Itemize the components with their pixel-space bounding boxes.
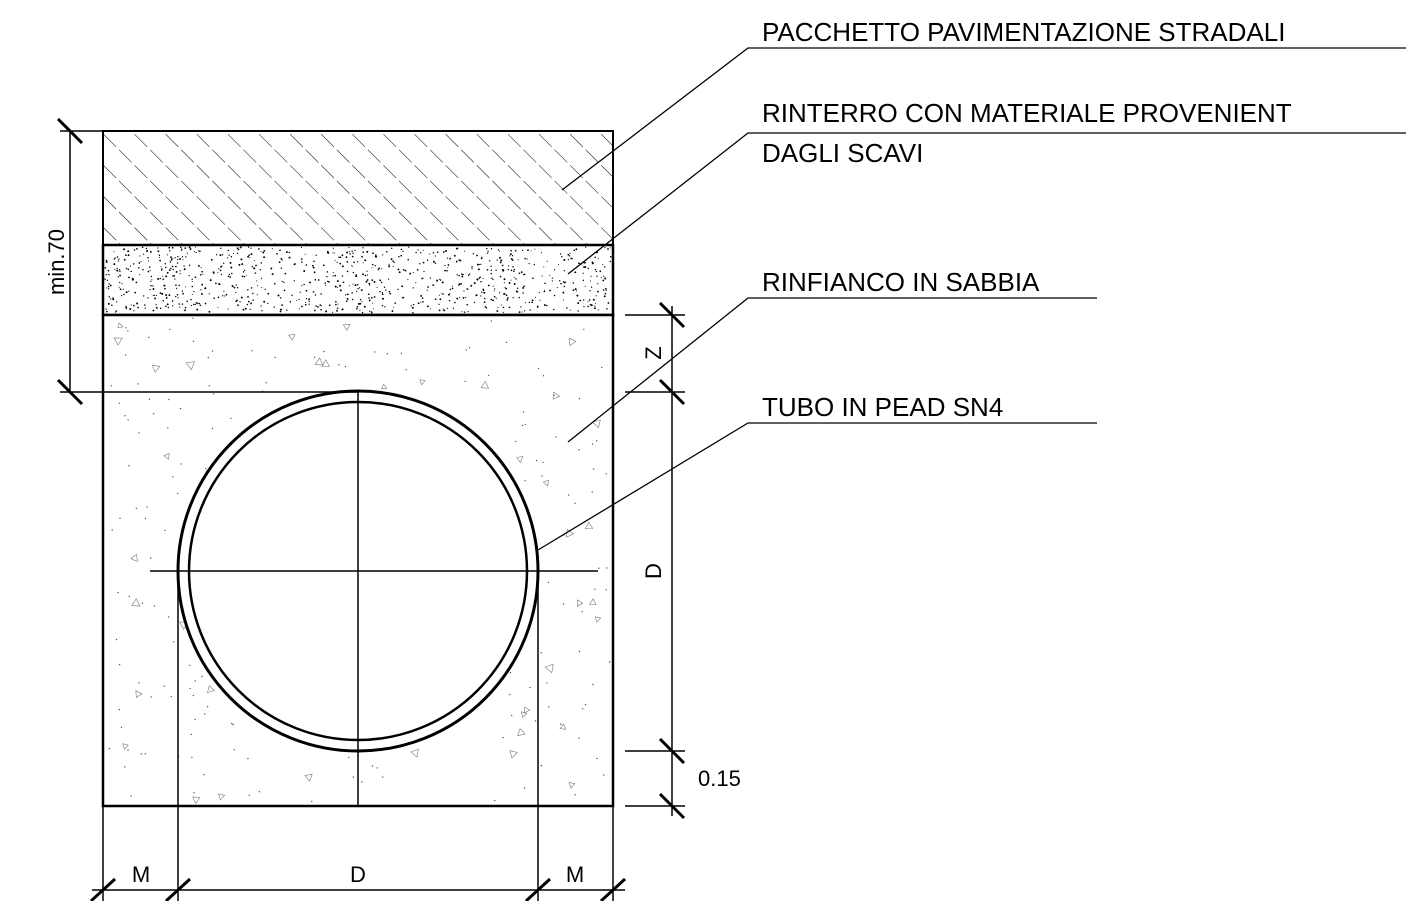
dimension-pipe-width-label: D [350, 862, 366, 887]
label-pavement: PACCHETTO PAVIMENTAZIONE STRADALI [762, 17, 1285, 47]
dimension-cover [56, 117, 358, 406]
pavement-layer [102, 130, 614, 246]
backfill-layer [101, 243, 615, 317]
dimension-z-label: Z [641, 346, 666, 359]
leader-lines [537, 47, 1406, 551]
dimension-right [625, 301, 686, 820]
label-sand: RINFIANCO IN SABBIA [762, 267, 1040, 297]
label-backfill-line2: DAGLI SCAVI [762, 138, 923, 168]
dimension-bed-label: 0.15 [698, 766, 741, 791]
label-pipe: TUBO IN PEAD SN4 [762, 392, 1003, 422]
dimension-bottom [89, 571, 627, 901]
hdpe-pipe [150, 389, 598, 806]
label-backfill-line1: RINTERRO CON MATERIALE PROVENIENT [762, 98, 1292, 128]
dimension-margin-right-label: M [566, 862, 584, 887]
dimension-cover-label: min.70 [44, 229, 69, 295]
dimension-margin-left-label: M [132, 862, 150, 887]
dimension-pipe-height-label: D [641, 563, 666, 579]
